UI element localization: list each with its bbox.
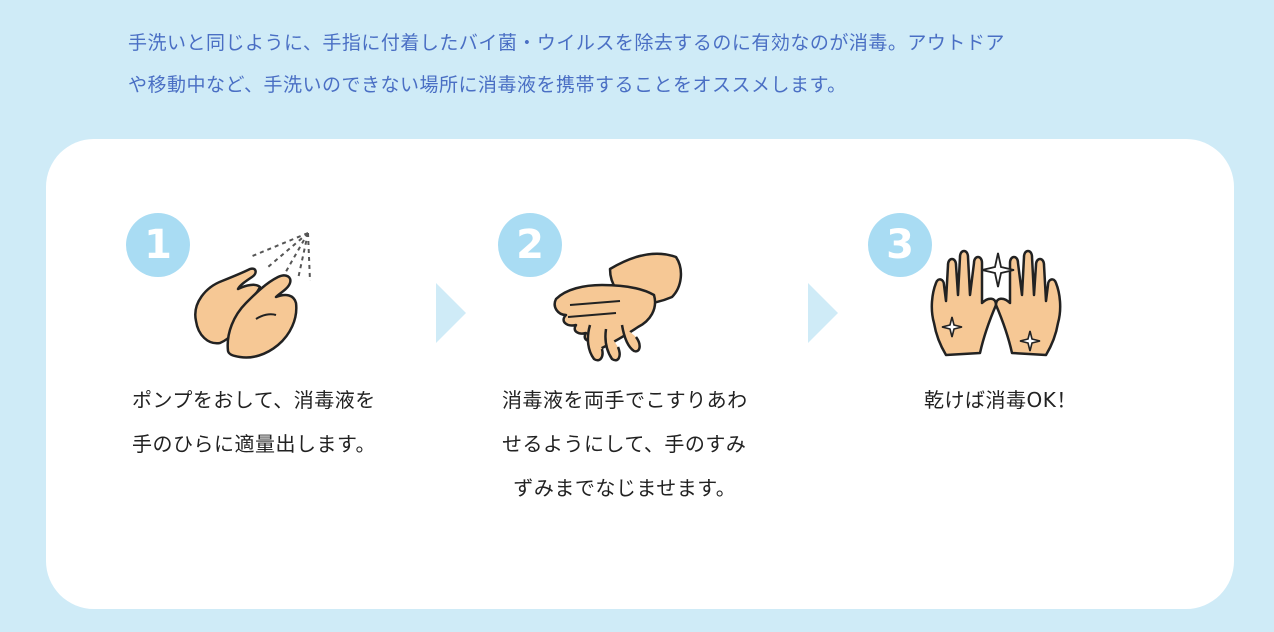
intro-text: 手洗いと同じように、手指に付着したバイ菌・ウイルスを除去するのに有効なのが消毒。… (128, 22, 1168, 106)
steps-card: 1 ポンプをおして、消毒液を 手のひらに適量出します。 2 (46, 139, 1234, 609)
arrow-right-icon (436, 283, 466, 343)
step-3-number-badge: 3 (868, 213, 932, 277)
step-3-line-1: 乾けば消毒OK！ (924, 388, 1077, 412)
step-3-description: 乾けば消毒OK！ (924, 378, 1077, 422)
step-1-description: ポンプをおして、消毒液を 手のひらに適量出します。 (132, 378, 376, 466)
step-2-line-1: 消毒液を両手でこすりあわ (502, 388, 748, 412)
step-2-description: 消毒液を両手でこすりあわ せるようにして、手のすみ ずみまでなじませます。 (502, 378, 748, 510)
step-2-number-badge: 2 (498, 213, 562, 277)
step-1-line-1: ポンプをおして、消毒液を (132, 388, 376, 412)
spray-hands-illustration (194, 232, 311, 359)
step-1-line-2: 手のひらに適量出します。 (132, 432, 376, 456)
clean-hands-sparkle-illustration (930, 249, 1062, 357)
intro-line-1: 手洗いと同じように、手指に付着したバイ菌・ウイルスを除去するのに有効なのが消毒。… (128, 32, 1005, 54)
rubbing-hands-illustration (553, 252, 683, 362)
step-2-line-2: せるようにして、手のすみ (502, 432, 747, 456)
arrow-right-icon (808, 283, 838, 343)
step-2-line-3: ずみまでなじませます。 (513, 476, 737, 500)
intro-line-2: や移動中など、手洗いのできない場所に消毒液を携帯することをオススメします。 (128, 74, 847, 96)
step-1-number-badge: 1 (126, 213, 190, 277)
